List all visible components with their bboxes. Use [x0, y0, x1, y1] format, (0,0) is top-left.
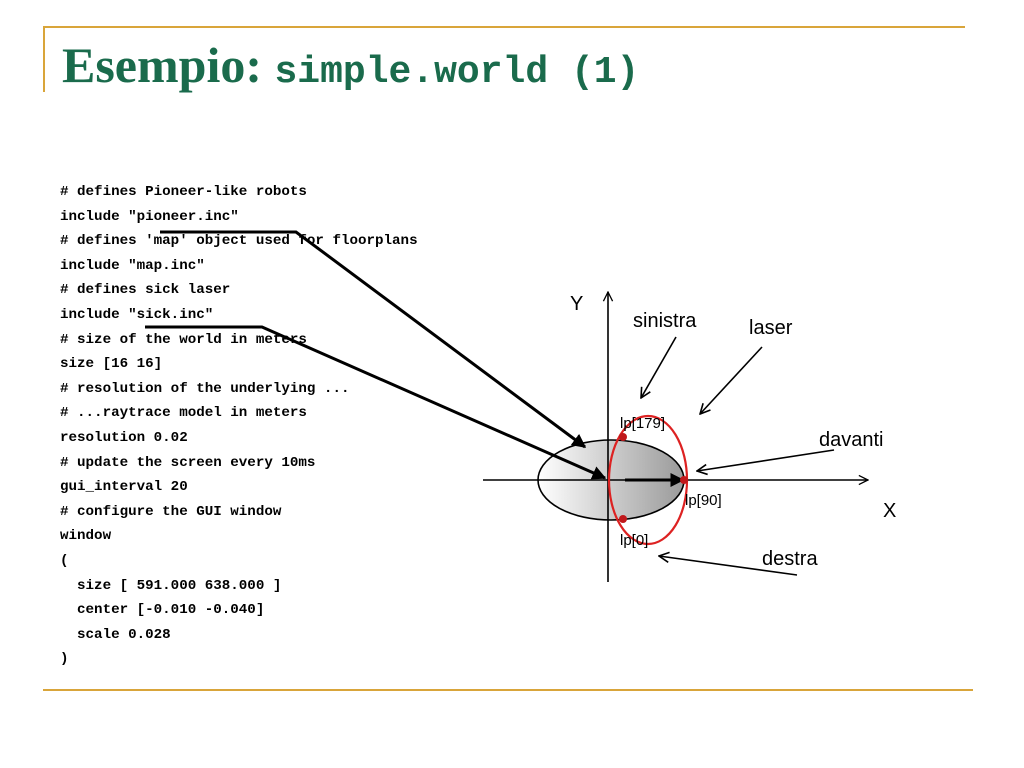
- code-line: # defines Pioneer-like robots: [60, 184, 307, 200]
- label-sinistra: sinistra: [633, 310, 697, 332]
- x-axis-label: X: [883, 500, 896, 522]
- code-line: # ...raytrace model in meters: [60, 405, 307, 422]
- code-line: include "sick.inc": [60, 306, 214, 323]
- lp90-point: [680, 476, 688, 484]
- label-laser: laser: [749, 317, 793, 339]
- footer-rule: [43, 689, 973, 691]
- code-line: # resolution of the underlying ...: [60, 380, 350, 397]
- label-lp0: lp[0]: [620, 532, 648, 549]
- page-title: Esempio: simple.world (1): [62, 40, 639, 92]
- destra-arrow: [659, 556, 798, 576]
- code-line: size [16 16]: [60, 356, 163, 373]
- laser-arrow: [700, 346, 763, 414]
- connector-map: [160, 230, 587, 449]
- code-line: scale 0.028: [60, 626, 171, 643]
- code-line: gui_interval 20: [60, 479, 188, 496]
- label-davanti: davanti: [819, 429, 884, 451]
- lp0-point: [619, 515, 627, 523]
- title-code: simple.world (1): [274, 51, 640, 94]
- label-destra: destra: [762, 548, 818, 570]
- title-left-rule: [43, 26, 45, 92]
- code-line: (: [60, 552, 69, 569]
- code-line: # update the screen every 10ms: [60, 454, 316, 471]
- code-line: # defines sick laser: [60, 282, 231, 299]
- y-axis-label: Y: [570, 293, 583, 315]
- label-lp179: lp[179]: [620, 415, 665, 432]
- connector-sick: [145, 325, 607, 480]
- sinistra-arrow: [641, 336, 677, 398]
- code-line: ): [60, 651, 69, 668]
- lp179-point: [619, 433, 627, 441]
- code-line: center [-0.010 -0.040]: [60, 602, 265, 619]
- label-lp90: lp[90]: [685, 492, 722, 509]
- code-line: window: [60, 528, 112, 545]
- title-top-rule: [43, 26, 965, 28]
- davanti-arrow: [697, 449, 835, 471]
- code-line: # size of the world in meters: [60, 331, 307, 348]
- code-line: resolution 0.02: [60, 429, 188, 446]
- title-text: Esempio:: [62, 37, 275, 93]
- code-line: # defines 'map' object used for floorpla…: [60, 233, 418, 250]
- code-line: include "pioneer.inc": [60, 208, 239, 225]
- code-line: include "map.inc": [60, 257, 205, 274]
- code-listing: # defines Pioneer-like robots include "p…: [60, 180, 418, 672]
- code-line: size [ 591.000 638.000 ]: [60, 577, 282, 594]
- code-line: # configure the GUI window: [60, 503, 282, 520]
